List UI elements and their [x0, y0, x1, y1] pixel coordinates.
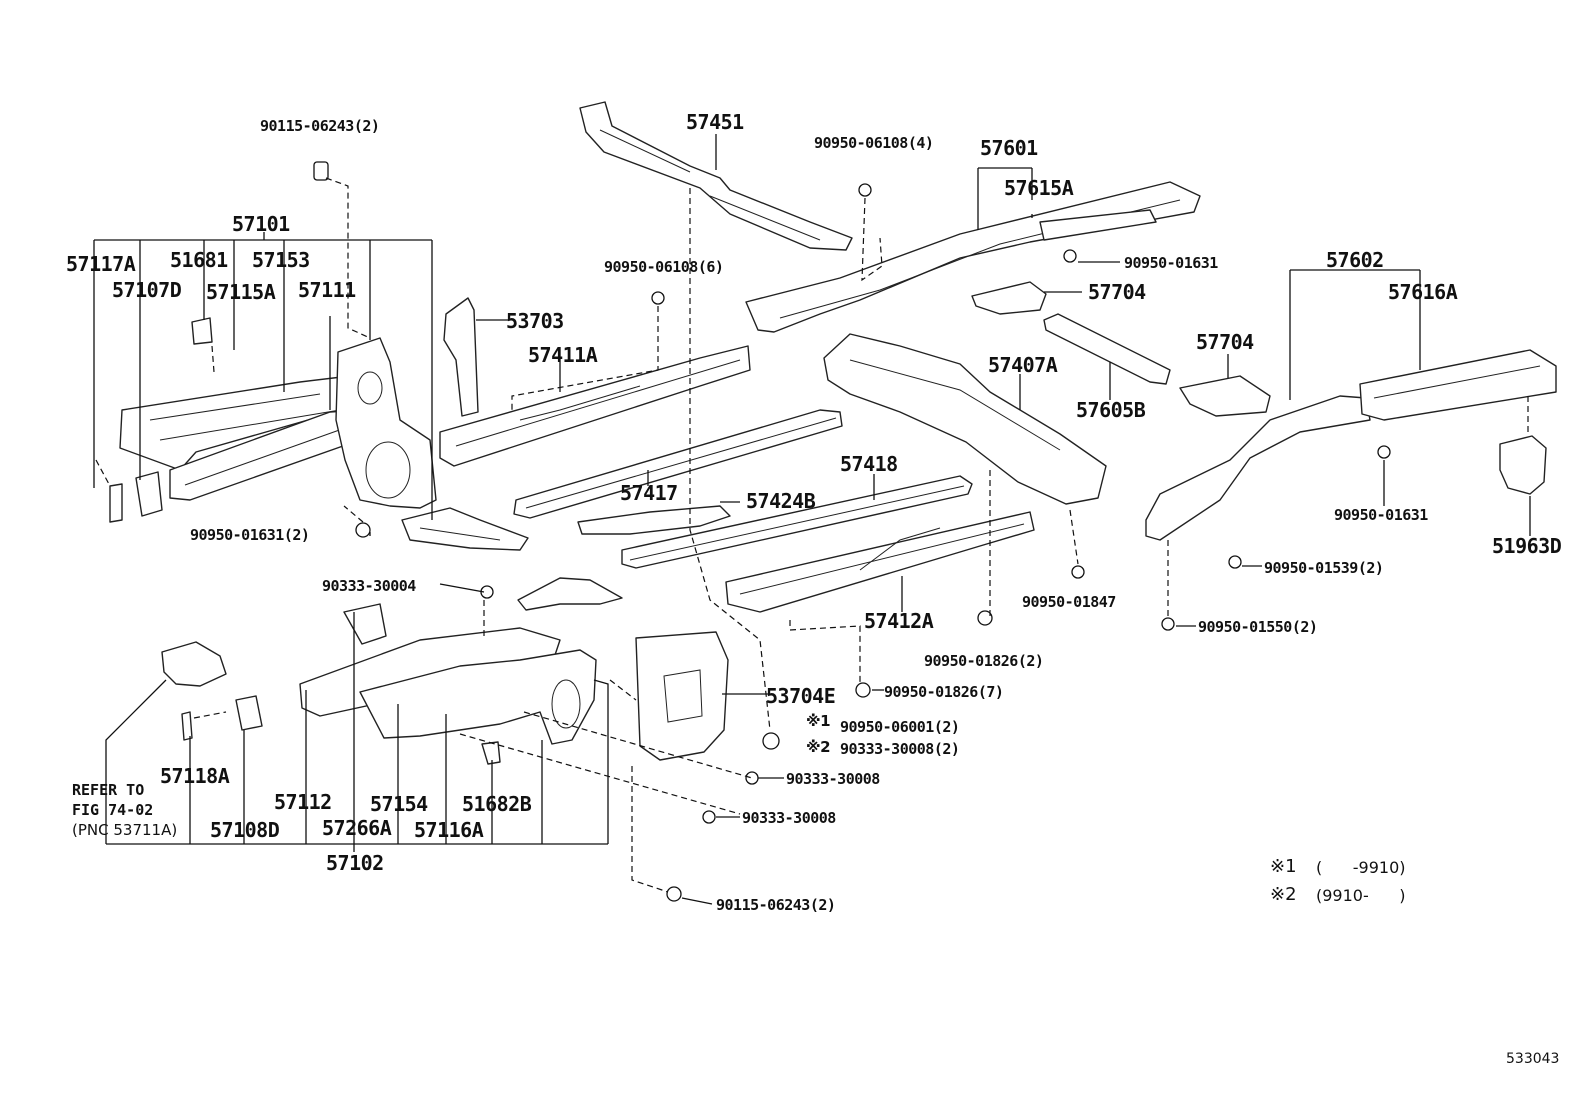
leader-lines [93, 134, 1531, 905]
front-lower-assembly [161, 577, 729, 765]
front-side-member-assembly [109, 317, 529, 551]
label-90950-01826-7: 90950-01826(7) [884, 683, 1004, 701]
floor-rail-57411A [439, 345, 751, 467]
phantom-lines [95, 177, 1529, 893]
legend-mark-1: ※1 [1270, 856, 1297, 877]
bracket-53703 [443, 297, 479, 417]
label-57424B: 57424B [746, 489, 816, 513]
bracket-57704-b [1179, 375, 1271, 417]
label-57116A: 57116A [414, 818, 484, 842]
label-57115A: 57115A [206, 280, 276, 304]
fasteners [313, 161, 1391, 902]
label-57102: 57102 [326, 851, 384, 875]
label-90950-01631-2: 90950-01631(2) [190, 526, 310, 544]
marker-1: ※1 [806, 712, 831, 730]
cross-member-57407A [823, 333, 1107, 505]
reinforcement-57424B [577, 505, 731, 535]
label-57407A: 57407A [988, 353, 1058, 377]
label-90333-30008-a: 90333-30008 [786, 770, 880, 788]
rocker-57418 [621, 475, 973, 569]
label-90950-06108-4: 90950-06108(4) [814, 134, 934, 152]
refer-note-line1: REFER TO [72, 781, 145, 799]
label-57118A: 57118A [160, 764, 230, 788]
legend-text-2: (9910- ) [1316, 886, 1406, 905]
refer-note-line2: FIG 74-02 [72, 801, 154, 819]
label-90950-01631-b: 90950-01631 [1334, 506, 1428, 524]
label-53704E: 53704E [766, 684, 836, 708]
label-57108D: 57108D [210, 818, 280, 842]
label-57615A: 57615A [1004, 176, 1074, 200]
label-57605B: 57605B [1076, 398, 1146, 422]
floor-rail-57412A [725, 511, 1035, 613]
label-90333-30004: 90333-30004 [322, 577, 416, 595]
label-90950-01539-2: 90950-01539(2) [1264, 559, 1384, 577]
label-57451: 57451 [686, 110, 744, 134]
legend-text-1: ( -9910) [1316, 858, 1406, 877]
label-57616A: 57616A [1388, 280, 1458, 304]
cross-member-57451 [579, 101, 853, 251]
bracket-51963D [1499, 435, 1547, 495]
label-90950-01550-2: 90950-01550(2) [1198, 618, 1318, 636]
label-57417: 57417 [620, 481, 678, 505]
label-51681: 51681 [170, 248, 228, 272]
label-57101: 57101 [232, 212, 290, 236]
label-90950-01631-a: 90950-01631 [1124, 254, 1218, 272]
label-53703: 53703 [506, 309, 564, 333]
label-57704-a: 57704 [1088, 280, 1146, 304]
label-57411A: 57411A [528, 343, 598, 367]
rear-side-member-57602 [1145, 395, 1371, 541]
label-51963D: 51963D [1492, 534, 1562, 558]
label-57412A: 57412A [864, 609, 934, 633]
label-90115-bottom: 90115-06243(2) [716, 896, 836, 914]
label-57704-b: 57704 [1196, 330, 1254, 354]
label-57602: 57602 [1326, 248, 1384, 272]
label-57117A: 57117A [66, 252, 136, 276]
label-57111: 57111 [298, 278, 356, 302]
label-51682B: 51682B [462, 792, 532, 816]
label-90950-01826-2: 90950-01826(2) [924, 652, 1044, 670]
refer-note: REFER TO FIG 74-02 (PNC 53711A) [72, 780, 177, 840]
label-57153: 57153 [252, 248, 310, 272]
label-57601: 57601 [980, 136, 1038, 160]
label-90115-top: 90115-06243(2) [260, 117, 380, 135]
label-57112: 57112 [274, 790, 332, 814]
member-57605B [1043, 313, 1171, 385]
figure-id: 533043 [1506, 1051, 1560, 1067]
refer-note-line3: (PNC 53711A) [72, 821, 178, 839]
label-57154: 57154 [370, 792, 428, 816]
legend-mark-2: ※2 [1270, 884, 1297, 905]
label-90950-06108-6: 90950-06108(6) [604, 258, 724, 276]
label-57418: 57418 [840, 452, 898, 476]
marker-2: ※2 [806, 738, 831, 756]
label-57107D: 57107D [112, 278, 182, 302]
label-90333-30008-2: 90333-30008(2) [840, 740, 960, 758]
label-90950-06001-2: 90950-06001(2) [840, 718, 960, 736]
label-90333-30008-b: 90333-30008 [742, 809, 836, 827]
extension-57616A [1359, 349, 1557, 421]
label-57266A: 57266A [322, 816, 392, 840]
bracket-57704-a [971, 281, 1047, 315]
label-90950-01847: 90950-01847 [1022, 593, 1116, 611]
